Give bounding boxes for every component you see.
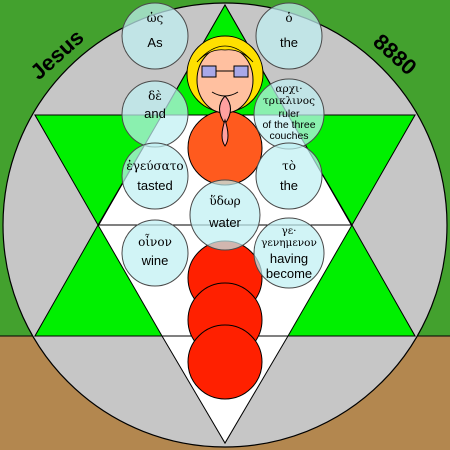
english-word: wine: [141, 253, 169, 268]
english-word: As: [147, 35, 163, 50]
greek-word: ἐγεύσατο: [126, 159, 183, 173]
english-word-line2: become: [266, 266, 312, 281]
english-word-line3: couches: [269, 130, 308, 142]
greek-word-line1: αρχι·: [275, 83, 302, 95]
face-icon: [186, 35, 264, 147]
greek-word-line1: γε·: [281, 225, 296, 237]
english-word: and: [144, 106, 166, 121]
greek-word: οἶνον: [138, 233, 172, 249]
greek-word: ὁ: [285, 11, 292, 25]
greek-word-line2: τρικλινος: [263, 95, 315, 107]
red-circle-3: [187, 324, 263, 400]
word-bubble-and: δὲ and: [121, 80, 189, 148]
greek-word: ὕδωρ: [209, 194, 240, 208]
star-point-lower-left: [34, 223, 163, 337]
english-word: the: [280, 178, 298, 193]
word-bubble-tasted: ἐγεύσατο tasted: [121, 142, 189, 210]
word-bubble-the-1: ὁ the: [255, 2, 323, 70]
word-bubble-ruler: αρχι· τρικλινος ruler of the three couch…: [253, 78, 325, 150]
english-word: the: [280, 35, 298, 50]
word-bubble-the-2: τὸ the: [255, 142, 323, 210]
word-bubble-having-become: γε· γενημενον having become: [253, 217, 325, 289]
star-point-lower-right: [287, 223, 416, 337]
english-word: tasted: [137, 178, 172, 193]
english-word-line1: having: [270, 251, 308, 266]
english-word-line2: of the three: [262, 119, 315, 131]
greek-word: δὲ: [148, 89, 162, 103]
greek-word: ὡς: [147, 11, 164, 25]
word-bubble-as: ὡς As: [121, 2, 189, 70]
english-word: water: [208, 215, 241, 230]
greek-word: τὸ: [282, 159, 296, 173]
word-bubble-wine: οἶνον wine: [121, 219, 189, 287]
greek-word-line2: γενημενον: [261, 237, 317, 249]
english-word-line1: ruler: [278, 108, 300, 120]
word-bubble-water: ὕδωρ water: [189, 179, 261, 251]
